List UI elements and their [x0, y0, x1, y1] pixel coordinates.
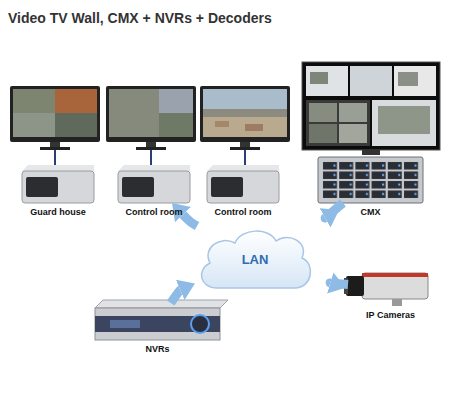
- monitor-frame: [10, 86, 100, 142]
- device-body: [22, 171, 94, 203]
- monitor-base: [40, 147, 70, 150]
- data-flow-arrow: [171, 290, 180, 303]
- server-rack: [318, 157, 423, 203]
- monitor-base: [136, 147, 166, 150]
- drive-bays: [322, 161, 419, 199]
- screen-window: [306, 66, 348, 96]
- monitor-stand: [146, 142, 156, 147]
- monitor-stand: [50, 142, 60, 147]
- device-top: [207, 165, 279, 171]
- video-tile: [159, 89, 193, 113]
- video-tile: [55, 89, 97, 113]
- camera-mount: [392, 299, 402, 306]
- device-panel: [26, 177, 58, 197]
- screen-window: [394, 66, 436, 96]
- video-tile: [339, 103, 367, 122]
- decoder-device: [207, 165, 279, 203]
- video-tile: [13, 89, 55, 113]
- device-top: [118, 165, 190, 171]
- data-flow-arrow: [325, 203, 343, 218]
- monitor-stand: [362, 150, 380, 155]
- device-label: NVRs: [145, 344, 169, 354]
- nvr-device: [95, 300, 228, 340]
- video-tile: [159, 113, 193, 137]
- screen-roof: [245, 124, 263, 131]
- nvr-box: NVRs: [95, 303, 220, 340]
- cmx-monitor: [302, 62, 440, 155]
- screen-window: [350, 66, 392, 96]
- video-tile: [378, 106, 430, 134]
- monitor-frame: [200, 86, 290, 142]
- video-monitor: [10, 86, 100, 150]
- cloud-shape: LAN: [195, 226, 315, 292]
- video-tile: [55, 113, 97, 137]
- device-panel: [95, 316, 220, 332]
- screen-window: [372, 100, 436, 146]
- data-flow-arrow: [183, 215, 197, 226]
- server-box: CMX: [318, 157, 423, 203]
- camera-device: [344, 273, 428, 306]
- video-cable: [244, 150, 246, 167]
- data-flow-arrow: [330, 283, 348, 284]
- video-tile: [13, 113, 55, 137]
- screen-window: [306, 100, 370, 146]
- camera-body: [362, 273, 428, 299]
- device-top: [95, 300, 228, 308]
- device-body: [118, 171, 190, 203]
- decoder-device: [22, 165, 94, 203]
- device-panel: [122, 177, 154, 197]
- decoder-box: Guard house: [22, 165, 94, 203]
- video-tile: [109, 89, 159, 137]
- device-body: [207, 171, 279, 203]
- cloud-label: LAN: [195, 252, 315, 267]
- device-label: CMX: [361, 207, 381, 217]
- decoder-box: Control room: [207, 165, 279, 203]
- video-monitor: [200, 86, 290, 150]
- device-top: [22, 165, 94, 171]
- device-display: [110, 320, 140, 328]
- monitor-stand: [240, 142, 250, 147]
- video-tile: [339, 124, 367, 143]
- video-tile: [309, 124, 337, 143]
- monitor-base: [230, 147, 260, 150]
- screen-roof: [215, 121, 229, 127]
- camera-lens: [346, 276, 364, 296]
- camera-stripe: [362, 273, 428, 277]
- video-cable: [54, 150, 56, 167]
- device-label: Control room: [126, 207, 183, 217]
- monitor-frame: [302, 62, 440, 150]
- device-body: [95, 308, 220, 340]
- device-label: Control room: [215, 207, 272, 217]
- video-tile: [310, 72, 328, 84]
- server-body: [318, 157, 423, 203]
- device-panel: [211, 177, 243, 197]
- screen-sky: [203, 89, 287, 109]
- video-cable: [150, 150, 152, 167]
- camera-box: IP Cameras: [348, 270, 433, 306]
- decoder-box: Control room: [118, 165, 190, 203]
- video-monitor: [106, 86, 196, 150]
- screen-hills: [203, 109, 287, 117]
- decoder-device: [118, 165, 190, 203]
- device-knob: [191, 315, 209, 333]
- device-label: Guard house: [30, 207, 86, 217]
- video-tile: [398, 72, 418, 86]
- diagram-title: Video TV Wall, CMX + NVRs + Decoders: [8, 10, 272, 26]
- video-tile: [309, 103, 337, 122]
- screen-city: [203, 117, 287, 137]
- device-label: IP Cameras: [366, 310, 415, 320]
- monitor-frame: [106, 86, 196, 142]
